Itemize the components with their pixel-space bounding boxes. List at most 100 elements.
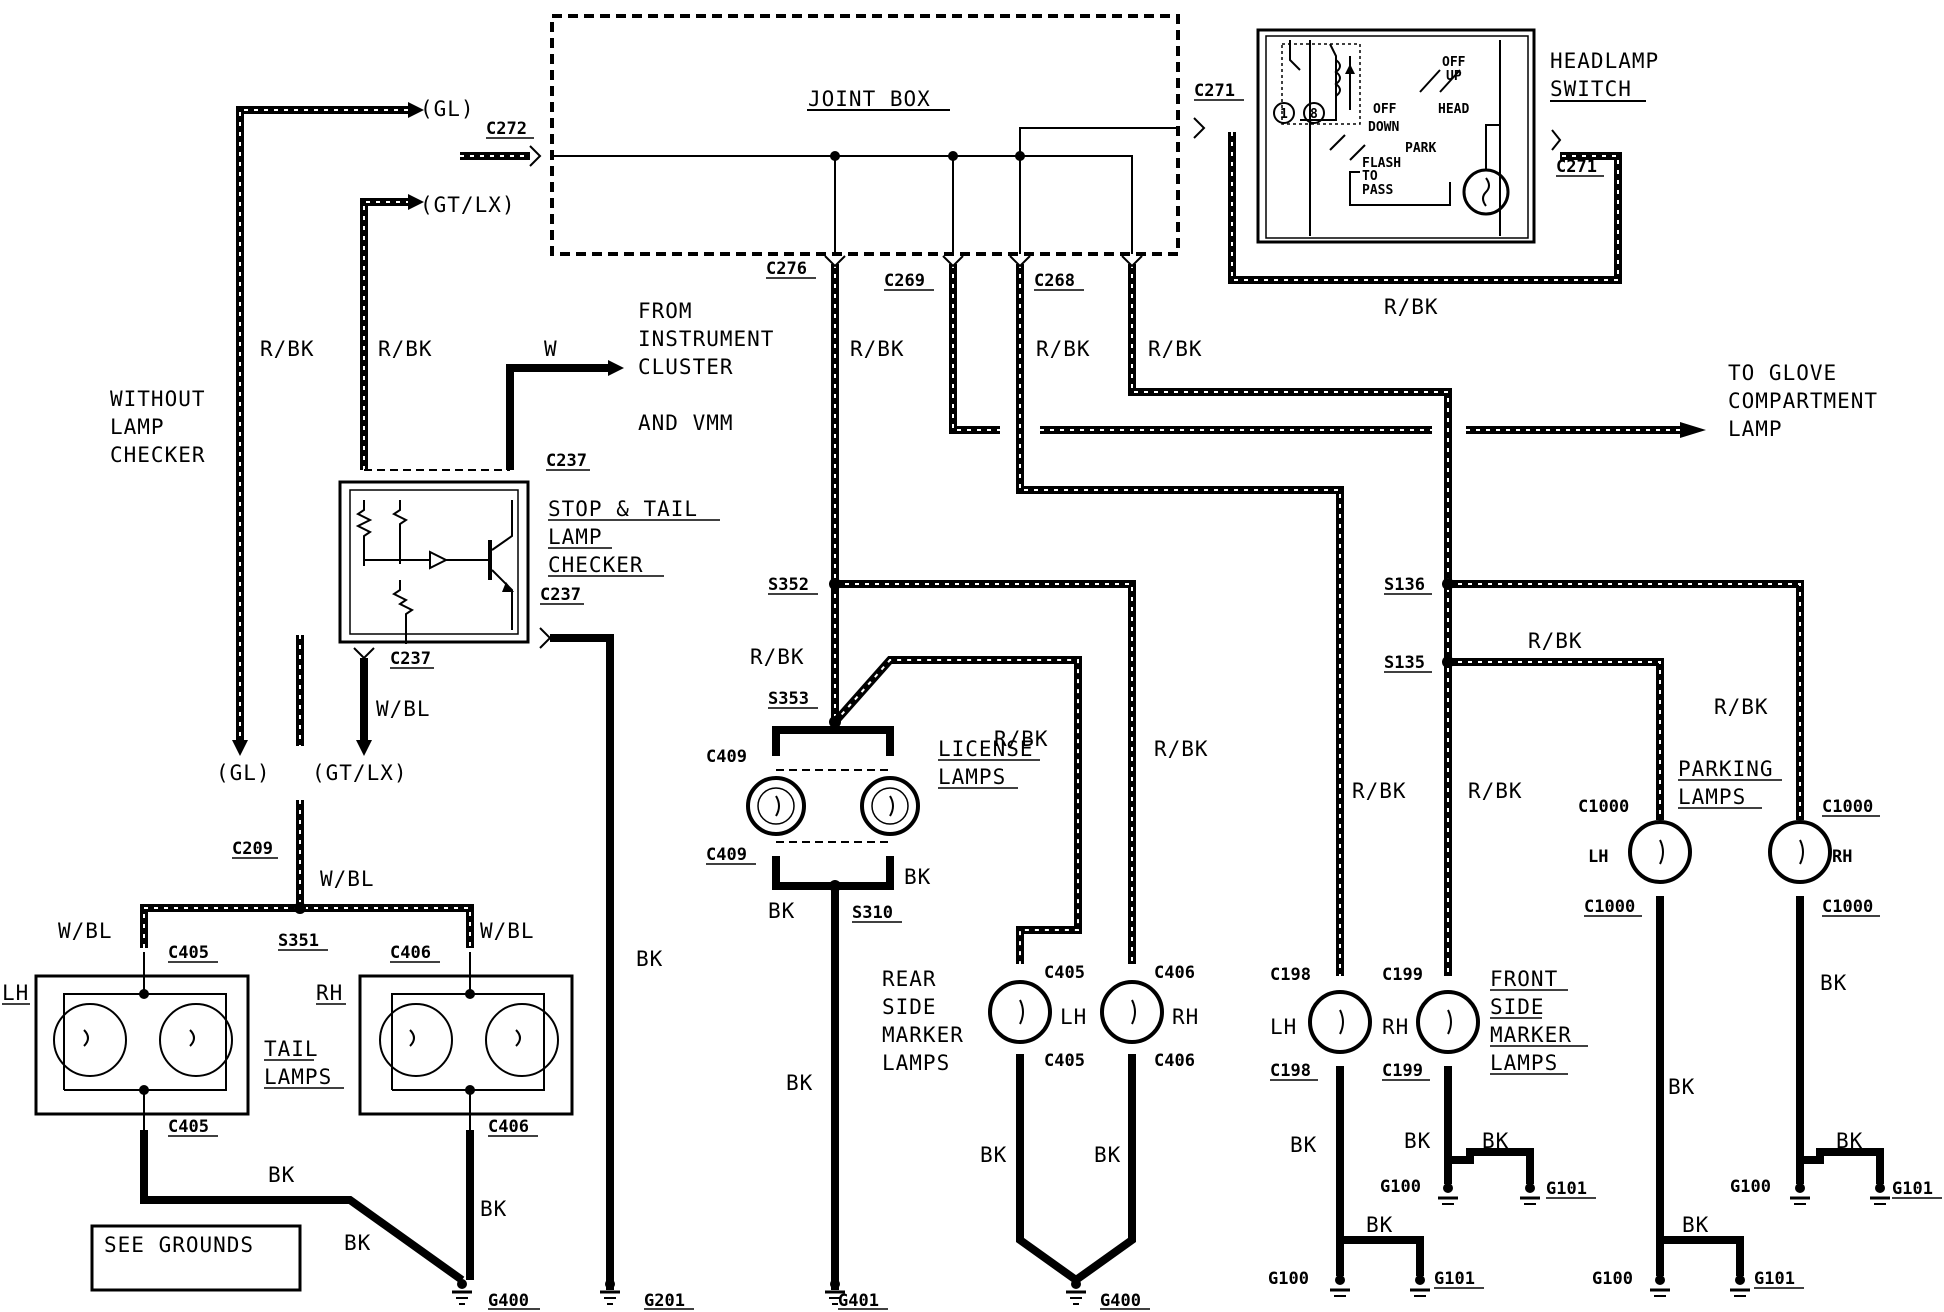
svg-text:BK: BK (1290, 1133, 1317, 1157)
svg-text:W: W (544, 337, 558, 361)
svg-text:G201: G201 (644, 1291, 685, 1311)
svg-text:G101: G101 (1434, 1269, 1475, 1289)
svg-text:C199: C199 (1382, 1061, 1423, 1081)
svg-text:LAMPS: LAMPS (882, 1051, 950, 1075)
headlamp-switch: 1 8 OFF UP HEAD OFF DOWN PARK FLASH TO P… (1256, 28, 1536, 244)
see-grounds-label: SEE GROUNDS (104, 1233, 254, 1257)
svg-text:LAMPS: LAMPS (264, 1065, 332, 1089)
svg-text:C406: C406 (488, 1117, 529, 1137)
svg-text:C198: C198 (1270, 1061, 1311, 1081)
svg-text:BK: BK (904, 865, 931, 889)
svg-text:RH: RH (1382, 1015, 1409, 1039)
svg-text:R/BK: R/BK (994, 727, 1049, 751)
svg-text:SIDE: SIDE (882, 995, 937, 1019)
svg-text:(GT/LX): (GT/LX) (420, 193, 516, 217)
svg-text:8: 8 (1310, 107, 1318, 122)
svg-text:S136: S136 (1384, 575, 1425, 595)
svg-text:C409: C409 (706, 845, 747, 865)
svg-text:TO: TO (1362, 169, 1378, 184)
svg-text:C1000: C1000 (1822, 797, 1873, 817)
svg-text:W/BL: W/BL (376, 697, 431, 721)
svg-text:R/BK: R/BK (1714, 695, 1769, 719)
svg-text:BK: BK (1404, 1129, 1431, 1153)
svg-text:BK: BK (636, 947, 663, 971)
svg-text:S351: S351 (278, 931, 319, 951)
svg-text:W/BL: W/BL (320, 867, 375, 891)
license-lamps (746, 716, 920, 892)
svg-text:C271: C271 (1556, 157, 1597, 177)
svg-text:CHECKER: CHECKER (548, 553, 644, 577)
svg-text:C1000: C1000 (1584, 897, 1635, 917)
svg-text:TO GLOVE: TO GLOVE (1728, 361, 1837, 385)
svg-text:C237: C237 (546, 451, 587, 471)
svg-text:R/BK: R/BK (1036, 337, 1091, 361)
svg-text:G100: G100 (1730, 1177, 1771, 1197)
lamp-checker (338, 469, 530, 644)
svg-text:BK: BK (1482, 1129, 1509, 1153)
svg-text:C1000: C1000 (1578, 797, 1629, 817)
svg-text:R/BK: R/BK (750, 645, 805, 669)
svg-text:BK: BK (1820, 971, 1847, 995)
svg-text:CHECKER: CHECKER (110, 443, 206, 467)
svg-text:S310: S310 (852, 903, 893, 923)
svg-text:(GL): (GL) (420, 97, 475, 121)
svg-text:C1000: C1000 (1822, 897, 1873, 917)
svg-text:C237: C237 (540, 585, 581, 605)
headlamp-switch-label-1: HEADLAMP (1550, 49, 1659, 73)
svg-text:C269: C269 (884, 271, 925, 291)
joint-box-label: JOINT BOX (808, 87, 931, 111)
svg-text:R/BK: R/BK (1384, 295, 1439, 319)
svg-text:C199: C199 (1382, 965, 1423, 985)
svg-text:COMPARTMENT: COMPARTMENT (1728, 389, 1878, 413)
svg-text:LAMP: LAMP (1728, 417, 1783, 441)
svg-text:BK: BK (1366, 1213, 1393, 1237)
svg-text:C405: C405 (1044, 1051, 1085, 1071)
svg-text:BK: BK (1836, 1129, 1863, 1153)
svg-text:LH: LH (1588, 847, 1608, 867)
svg-text:MARKER: MARKER (882, 1023, 964, 1047)
svg-text:RH: RH (1172, 1005, 1199, 1029)
svg-text:C406: C406 (1154, 963, 1195, 983)
svg-text:C405: C405 (1044, 963, 1085, 983)
svg-text:LAMP: LAMP (110, 415, 165, 439)
svg-text:C237: C237 (390, 649, 431, 669)
front-side-marker-lamps (1308, 990, 1480, 1054)
ground-symbols (452, 1183, 1890, 1305)
svg-text:WITHOUT: WITHOUT (110, 387, 206, 411)
svg-text:W/BL: W/BL (58, 919, 113, 943)
svg-text:AND VMM: AND VMM (638, 411, 734, 435)
svg-text:G100: G100 (1380, 1177, 1421, 1197)
svg-text:CLUSTER: CLUSTER (638, 355, 734, 379)
svg-text:LAMP: LAMP (548, 525, 603, 549)
svg-text:PARK: PARK (1405, 141, 1436, 156)
svg-text:FROM: FROM (638, 299, 693, 323)
svg-text:HEAD: HEAD (1438, 102, 1469, 117)
svg-text:BK: BK (1668, 1075, 1695, 1099)
svg-text:LAMPS: LAMPS (1490, 1051, 1558, 1075)
svg-text:BK: BK (768, 899, 795, 923)
svg-text:RH: RH (1832, 847, 1852, 867)
svg-text:C405: C405 (168, 943, 209, 963)
svg-text:S135: S135 (1384, 653, 1425, 673)
svg-text:C271: C271 (1194, 81, 1235, 101)
headlamp-switch-label-2: SWITCH (1550, 77, 1632, 101)
tail-lamps (34, 952, 574, 1130)
svg-text:G101: G101 (1892, 1179, 1933, 1199)
svg-text:R/BK: R/BK (1154, 737, 1209, 761)
svg-text:BK: BK (786, 1071, 813, 1095)
svg-text:BK: BK (268, 1163, 295, 1187)
svg-text:C405: C405 (168, 1117, 209, 1137)
svg-text:C268: C268 (1034, 271, 1075, 291)
svg-text:1: 1 (1280, 107, 1288, 122)
svg-text:FRONT: FRONT (1490, 967, 1558, 991)
svg-text:OFF: OFF (1442, 55, 1466, 70)
svg-text:BK: BK (480, 1197, 507, 1221)
svg-text:S353: S353 (768, 689, 809, 709)
svg-text:PASS: PASS (1362, 183, 1393, 198)
svg-text:G401: G401 (838, 1291, 879, 1311)
svg-text:C409: C409 (706, 747, 747, 767)
svg-text:LAMPS: LAMPS (938, 765, 1006, 789)
svg-text:R/BK: R/BK (260, 337, 315, 361)
svg-text:REAR: REAR (882, 967, 937, 991)
